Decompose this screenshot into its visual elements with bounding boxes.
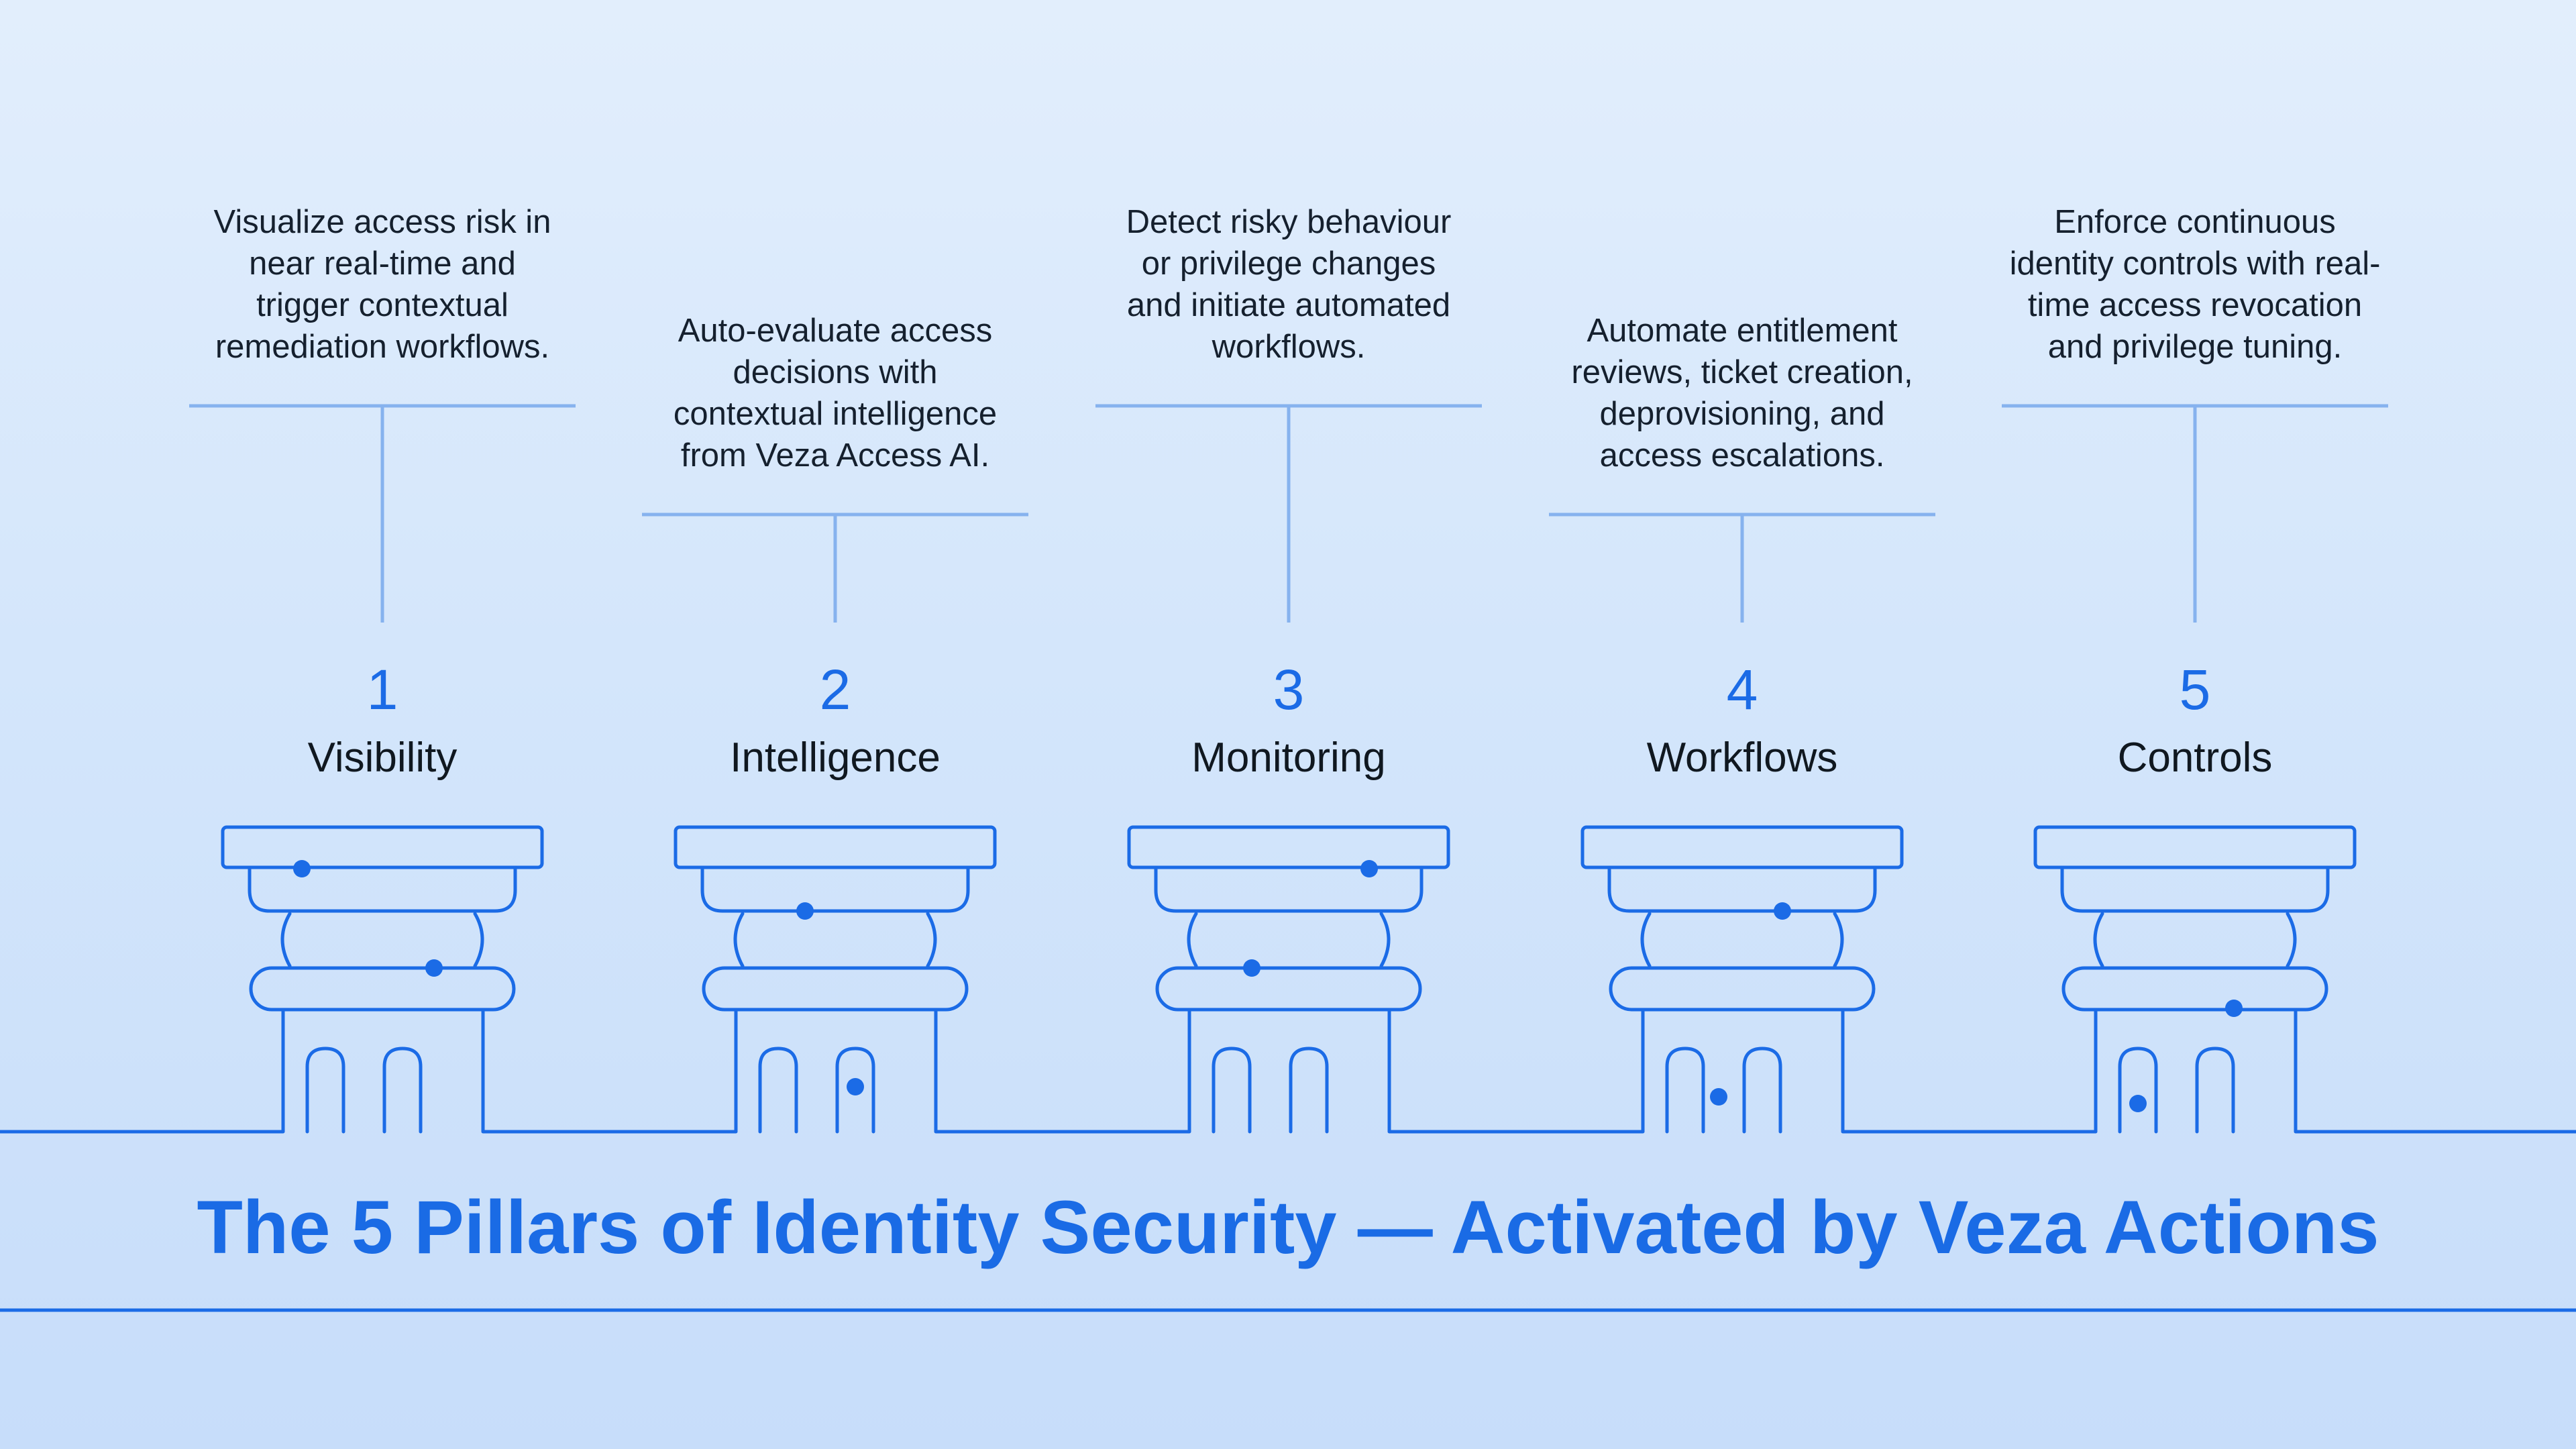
description-line: workflows. (1212, 329, 1366, 365)
description-line: access escalations. (1599, 437, 1885, 474)
pillar-5 (2002, 404, 2388, 1134)
pillar-dot (1710, 1088, 1727, 1106)
description-line: Visualize access risk in (213, 204, 551, 240)
pillar-dot (2225, 1000, 2243, 1017)
description-line: trigger contextual (256, 287, 508, 323)
pillar-band (1609, 966, 1876, 1012)
pillar-window (1665, 1046, 1705, 1134)
pillar-5-description: Enforce continuous identity controls with… (1980, 201, 2410, 368)
pillar-volute-right (1833, 912, 1844, 968)
pillar-dot (1243, 959, 1260, 977)
pillar-capital (221, 825, 544, 869)
pillar-volute-right (926, 912, 937, 968)
pillar-band (2061, 966, 2328, 1012)
pillar-2-number: 2 (819, 658, 851, 721)
description-line: near real-time and (249, 246, 516, 282)
pillar-4-number: 4 (1726, 658, 1758, 721)
description-line: Automate entitlement (1587, 313, 1898, 349)
pillar-2-label: Intelligence (730, 735, 941, 781)
pillar-5-label: Controls (2117, 735, 2273, 781)
description-line: decisions with (733, 354, 938, 390)
pillar-1-label: Visibility (307, 735, 458, 781)
pillar-volute-right (1379, 912, 1391, 968)
description-line: Detect risky behaviour (1126, 204, 1452, 240)
pillar-window (1212, 1046, 1252, 1134)
pillar-base (2094, 1008, 2298, 1134)
pillar-volute-left (1187, 912, 1198, 968)
description-line: remediation workflows. (215, 329, 550, 365)
description-line: Enforce continuous (2054, 204, 2336, 240)
pillar-band (1155, 966, 1422, 1012)
pillar-window (2118, 1046, 2158, 1134)
pillar-volute-right (2286, 912, 2297, 968)
pillar-dot (425, 959, 443, 977)
pillar-volute-left (733, 912, 745, 968)
pillar-dot (1360, 860, 1378, 877)
pillar-dot (293, 860, 311, 877)
description-line: reviews, ticket creation, (1571, 354, 1913, 390)
description-line: and initiate automated (1126, 287, 1451, 323)
pillar-echinus (1154, 865, 1424, 913)
description-line: identity controls with real- (2009, 246, 2381, 282)
description-line: Auto-evaluate access (678, 313, 993, 349)
pillar-3-label: Monitoring (1191, 735, 1386, 781)
description-line: deprovisioning, and (1599, 396, 1885, 432)
pillar-echinus (700, 865, 970, 913)
pillar-4-description: Automate entitlement reviews, ticket crea… (1527, 310, 1957, 476)
pillar-echinus (248, 865, 517, 913)
description-line: time access revocation (2027, 287, 2363, 323)
pillar-1 (189, 404, 576, 1134)
description-line: from Veza Access AI. (680, 437, 990, 474)
pillar-capital (1580, 825, 1904, 869)
pillar-band (249, 966, 516, 1012)
pillar-window (305, 1046, 345, 1134)
pillar-2 (642, 513, 1028, 1134)
pillar-volute-left (280, 912, 292, 968)
pillar-window (758, 1046, 798, 1134)
pillar-capital (1127, 825, 1450, 869)
diagram-title: The 5 Pillars of Identity Security — Act… (197, 1185, 2379, 1269)
pillar-echinus (1607, 865, 1877, 913)
pillar-capital (2033, 825, 2357, 869)
pillar-dot (847, 1078, 864, 1095)
pillar-3-number: 3 (1273, 658, 1305, 721)
pillar-echinus (2060, 865, 2330, 913)
pillar-volute-right (473, 912, 484, 968)
description-line: and privilege tuning. (2047, 329, 2343, 365)
pillar-1-description: Visualize access risk in near real-time a… (168, 201, 597, 368)
pillar-base (1641, 1008, 1845, 1134)
pillar-window (382, 1046, 423, 1134)
pillar-capital (674, 825, 997, 869)
pillar-5-number: 5 (2179, 658, 2211, 721)
pillar-base (1187, 1008, 1391, 1134)
pillar-window (1289, 1046, 1329, 1134)
pillar-volute-left (2093, 912, 2104, 968)
pillar-2-description: Auto-evaluate access decisions with contex… (621, 310, 1050, 476)
pillar-dot (2129, 1095, 2147, 1112)
pillar-dot (1774, 902, 1791, 920)
pillar-1-number: 1 (366, 658, 398, 721)
pillar-window (2195, 1046, 2235, 1134)
pillar-dot (796, 902, 814, 920)
pillar-window (835, 1046, 875, 1134)
pillar-4-label: Workflows (1646, 735, 1838, 781)
pillar-3 (1095, 404, 1482, 1134)
pillar-base (734, 1008, 938, 1134)
description-line: contextual intelligence (673, 396, 998, 432)
pillar-band (702, 966, 969, 1012)
description-line: or privilege changes (1141, 246, 1436, 282)
pillar-volute-left (1640, 912, 1652, 968)
pillar-base (281, 1008, 485, 1134)
pillar-4 (1549, 513, 1935, 1134)
pillar-window (1742, 1046, 1782, 1134)
pillar-3-description: Detect risky behaviour or privilege chang… (1074, 201, 1503, 368)
